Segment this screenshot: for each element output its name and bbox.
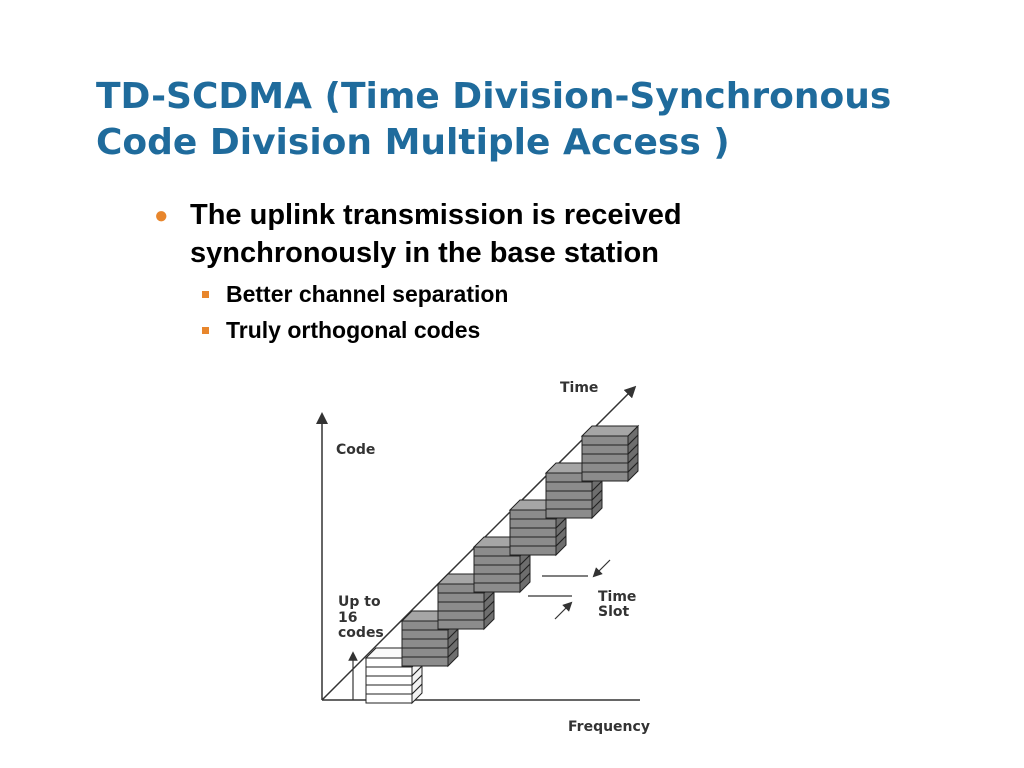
sub-bullet-text: Truly orthogonal codes [226,317,481,343]
code-layer [437,610,485,621]
title-line-1: TD-SCDMA (Time Division-Synchronous [96,76,892,117]
code-layer [473,582,521,593]
square-bullet-icon [202,327,209,334]
title-line-2: Code Division Multiple Access ) [96,122,730,163]
time-label: Time [560,380,598,396]
code-layer [545,499,593,510]
code-layer [437,619,485,630]
slot-arrow-bottom [554,601,573,620]
slide-title: TD-SCDMA (Time Division-Synchronous Code… [96,74,996,166]
code-layer [437,592,485,603]
code-layer [401,629,449,640]
sub-bullet-orthogonal-codes: Truly orthogonal codes [150,316,850,344]
codes-label-line-2: 16 [338,610,357,626]
code-layer [473,564,521,575]
main-bullet-line-1: The uplink transmission is received [190,199,682,231]
bullet-list: ● The uplink transmission is received sy… [150,196,850,344]
code-layer [509,545,557,556]
code-layer [365,684,413,695]
code-layer [545,490,593,501]
bullet-dot-icon: ● [154,202,169,229]
frequency-label: Frequency [568,719,650,735]
slot-arrow-top [592,559,611,578]
code-layer [509,527,557,538]
slot-label-line-2: Slot [598,604,630,620]
code-layer [401,647,449,658]
time-slot-stacks [364,424,640,705]
code-layer [473,573,521,584]
code-layer [581,471,629,482]
code-label: Code [336,442,375,458]
code-layer [581,435,629,446]
code-layer [401,638,449,649]
code-layer [581,444,629,455]
code-layer [437,601,485,612]
code-layer [473,555,521,566]
sub-bullet-channel-separation: Better channel separation [150,280,850,308]
code-layer [509,518,557,529]
main-bullet-line-2: synchronously in the base station [190,237,659,269]
main-bullet: ● The uplink transmission is received sy… [150,196,850,272]
code-layer [401,656,449,667]
square-bullet-icon [202,291,209,298]
code-layer [545,508,593,519]
code-layer [365,675,413,686]
td-scdma-diagram: Time Code Frequency Up to 16 codes Time … [316,380,650,735]
code-layer [581,453,629,464]
code-layer [581,462,629,473]
sub-bullet-text: Better channel separation [226,281,509,307]
code-layer [545,481,593,492]
codes-label-line-3: codes [338,625,384,641]
code-layer [365,693,413,704]
slot-label-line-1: Time [598,589,636,605]
code-layer [365,666,413,677]
stack-top-face [580,425,640,437]
codes-label-line-1: Up to [338,594,381,610]
time-slot-stack [580,424,640,483]
code-layer [509,536,557,547]
